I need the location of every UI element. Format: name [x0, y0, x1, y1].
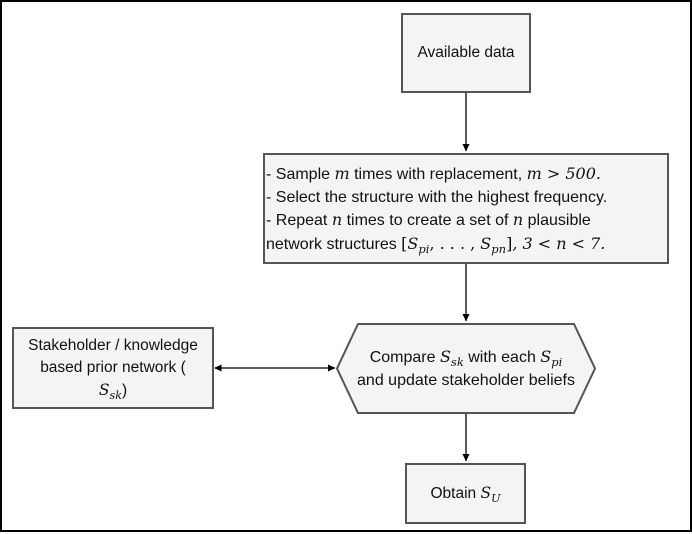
obtain-label: Obtain SU: [430, 484, 501, 505]
sampling-line-2: - Select the structure with the highest …: [266, 188, 608, 206]
math-bracket-open: [: [401, 233, 408, 253]
sampling-line-4: network structures [Spi, . . . , Spn], 3…: [266, 233, 606, 256]
compare-line-1: Compare Ssk with each Spi: [369, 347, 563, 370]
compare-line-2: and update stakeholder beliefs: [357, 372, 575, 389]
stakeholder-line-1: Stakeholder / knowledge: [28, 336, 198, 354]
compare-hexagon-shape: [336, 323, 596, 414]
obtain-node: Obtain SU: [405, 463, 526, 524]
sampling-line-1: - Sample m times with replacement, m > 5…: [266, 164, 601, 183]
stakeholder-line-3: Ssk): [98, 380, 128, 402]
math-m: m: [334, 164, 350, 183]
math-n: n: [331, 210, 343, 229]
available-data-label: Available data: [417, 44, 515, 61]
math-n-range: , 3 < n < 7.: [512, 233, 606, 253]
math-bracket-close: ]: [506, 233, 513, 253]
math-m-condition: m > 500.: [526, 164, 601, 183]
stakeholder-prior-node: Stakeholder / knowledge based prior netw…: [12, 327, 214, 409]
math-n-2: n: [512, 210, 524, 229]
sampling-line-3: - Repeat n times to create a set of n pl…: [266, 210, 591, 229]
available-data-node: Available data: [401, 13, 531, 93]
stakeholder-line-2: based prior network (: [40, 358, 186, 376]
compare-node: Compare Ssk with each Spi and update sta…: [336, 323, 596, 414]
sampling-process-node: - Sample m times with replacement, m > 5…: [263, 153, 669, 264]
